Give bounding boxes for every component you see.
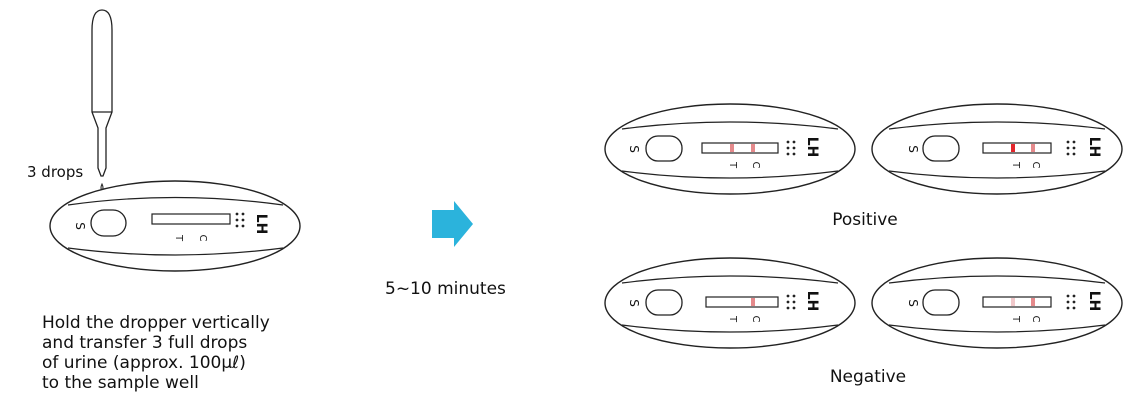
svg-text:S: S [627, 299, 641, 307]
instruction-line: Hold the dropper vertically [42, 313, 270, 333]
test-line [730, 144, 734, 152]
drops-label: 3 drops [27, 163, 83, 181]
dots-icon [235, 212, 245, 228]
result-cassette-positive-2: S T C LH [871, 103, 1123, 195]
instructions-text: Hold the dropper vertically and transfer… [42, 313, 362, 393]
dropper-icon [91, 9, 113, 177]
instruction-line: and transfer 3 full drops [42, 333, 248, 353]
control-line [751, 144, 755, 152]
svg-text:C: C [750, 162, 761, 169]
result-cassette-positive-1: S T C LH [604, 103, 856, 195]
svg-text:T: T [1010, 315, 1021, 323]
sample-well [90, 209, 127, 237]
result-window [151, 213, 231, 225]
svg-text:LH: LH [1086, 137, 1102, 158]
instruction-line: to the sample well [42, 373, 199, 393]
control-line-label: C [197, 235, 208, 242]
svg-text:LH: LH [804, 137, 820, 158]
svg-text:LH: LH [1086, 291, 1102, 312]
instruction-line: of urine (approx. 100μℓ) [42, 353, 246, 373]
svg-text:S: S [906, 145, 920, 153]
result-cassette-negative-1: S T C LH [604, 257, 856, 349]
sample-label: S [73, 222, 87, 230]
time-label: 5~10 minutes [385, 279, 506, 299]
control-line [1031, 144, 1035, 152]
arrow-right-icon [432, 201, 473, 247]
svg-text:T: T [1010, 161, 1021, 169]
test-cassette-main: S T C LH [49, 180, 301, 272]
svg-text:S: S [627, 145, 641, 153]
control-line [1031, 298, 1035, 306]
brand-label: LH [253, 214, 269, 235]
control-line [751, 298, 755, 306]
svg-text:T: T [727, 315, 738, 323]
svg-text:S: S [906, 299, 920, 307]
result-cassette-negative-2: S T C LH [871, 257, 1123, 349]
svg-text:C: C [1030, 316, 1041, 323]
svg-text:C: C [750, 316, 761, 323]
svg-text:C: C [1030, 162, 1041, 169]
test-line-label: T [173, 234, 184, 242]
negative-label: Negative [830, 367, 906, 387]
test-line [1011, 298, 1015, 306]
svg-text:T: T [727, 161, 738, 169]
test-line [1011, 144, 1015, 152]
svg-text:LH: LH [804, 291, 820, 312]
positive-label: Positive [832, 210, 898, 230]
